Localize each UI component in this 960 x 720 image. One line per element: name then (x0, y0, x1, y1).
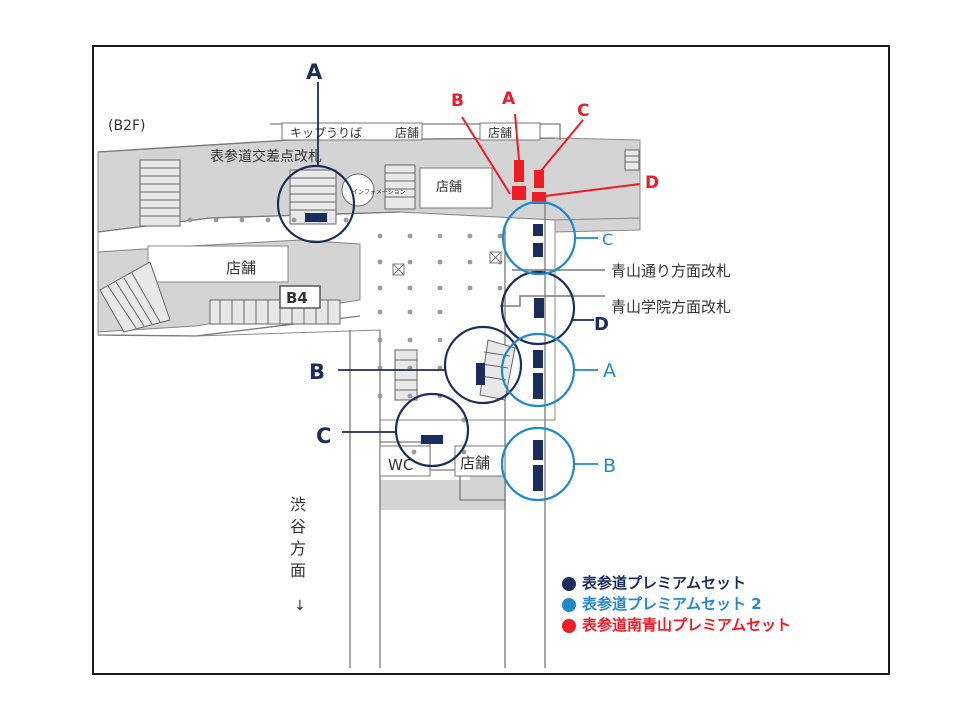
pillar-dot (407, 233, 413, 239)
navy-marker-B: B (309, 360, 325, 384)
shibuya-label: 渋谷方面 (290, 495, 306, 580)
wc-label: WC (388, 456, 413, 474)
pillar-dot (377, 393, 383, 399)
shop-label-top1: 店舗 (395, 126, 419, 140)
info-icon (341, 173, 375, 207)
legend-item-blue: 表参道プレミアムセット 2 (562, 594, 791, 615)
shibuya-direction: 渋谷方面 ↓ (290, 495, 306, 614)
navy-marker-C: C (316, 424, 331, 448)
pillar-dot (437, 337, 443, 343)
red-marker-C: C (577, 101, 589, 121)
pillar-dot (411, 449, 417, 455)
gate-aoyama-gakuin: 青山学院方面改札 (611, 298, 731, 316)
legend-label-blue: 表参道プレミアムセット 2 (582, 595, 762, 613)
map-text: (B2F) 表参道交差点改札 キップうりば 店舗 店舗 店舗 店舗 B4 WC … (108, 118, 731, 474)
pillar-dot (377, 259, 383, 265)
red-marker-B: B (451, 91, 464, 111)
legend-label-red: 表参道南青山プレミアムセット (582, 616, 791, 634)
b4-box (279, 285, 321, 309)
navy-marker-labels: A B C D (306, 60, 609, 448)
gate-leader-lines (500, 269, 605, 307)
shop-label-left: 店舗 (226, 259, 256, 277)
pillar-dot (467, 233, 473, 239)
pillar-dot (377, 285, 383, 291)
red-marker-labels: B A C D (451, 89, 659, 193)
pillar-dot (239, 217, 245, 223)
legend: 表参道プレミアムセット 表参道プレミアムセット 2 表参道南青山プレミアムセット (562, 573, 791, 636)
pillar-dot (497, 285, 503, 291)
pillar-dot (437, 285, 443, 291)
pillar-dot (467, 285, 473, 291)
pillar-dot (291, 217, 297, 223)
gate-aoyama-dori: 青山通り方面改札 (611, 262, 731, 280)
kippu-area (281, 122, 541, 141)
pillar-dot (213, 217, 219, 223)
blue-marker-A: A (603, 360, 616, 382)
pillar-dot (377, 337, 383, 343)
pillars (187, 217, 503, 455)
legend-label-navy: 表参道プレミアムセット (582, 574, 746, 592)
red-gates (512, 160, 546, 204)
navy-marker-A: A (306, 60, 323, 84)
shop-label-mid: 店舗 (436, 180, 462, 195)
gate-omotesando-crossing: 表参道交差点改札 (210, 148, 322, 165)
shibuya-arrow: ↓ (294, 598, 306, 614)
pillar-dot (407, 259, 413, 265)
navy-marker-D: D (594, 314, 609, 335)
pillar-dot (343, 217, 349, 223)
b4-label: B4 (286, 289, 308, 307)
floor-label: (B2F) (108, 118, 146, 134)
kippu-label: キップうりば (290, 126, 362, 140)
pillar-dot (407, 337, 413, 343)
pillar-dot (467, 259, 473, 265)
pillar-dot (377, 233, 383, 239)
pillar-dot (437, 233, 443, 239)
pillar-dot (437, 259, 443, 265)
blue-marker-B: B (603, 455, 616, 477)
pillar-dot (497, 233, 503, 239)
navy-markers (276, 82, 594, 468)
red-marker-A: A (502, 89, 516, 109)
pillar-dot (187, 217, 193, 223)
pillar-dot (407, 285, 413, 291)
shop-label-bottom: 店舗 (460, 454, 490, 472)
legend-dot-blue (562, 597, 576, 612)
blue-marker-labels: C A B (602, 230, 616, 477)
red-leaders (461, 113, 641, 197)
blue-marker-C: C (602, 230, 613, 249)
pillar-dot (377, 309, 383, 315)
structure-lines (97, 123, 561, 668)
pillar-dot (461, 449, 467, 455)
legend-item-navy: 表参道プレミアムセット (562, 573, 791, 594)
x-boxes (392, 251, 502, 276)
info-label: インフォメーション (352, 189, 406, 196)
red-marker-D: D (645, 173, 659, 193)
blue-markers (500, 200, 598, 502)
legend-dot-red (562, 618, 576, 633)
pillar-dot (265, 217, 271, 223)
pillar-dot (407, 393, 413, 399)
pillar-dot (407, 309, 413, 315)
legend-dot-navy (562, 576, 576, 591)
legend-item-red: 表参道南青山プレミアムセット (562, 615, 791, 636)
shop-label-top2: 店舗 (488, 126, 512, 140)
pillar-dot (437, 309, 443, 315)
